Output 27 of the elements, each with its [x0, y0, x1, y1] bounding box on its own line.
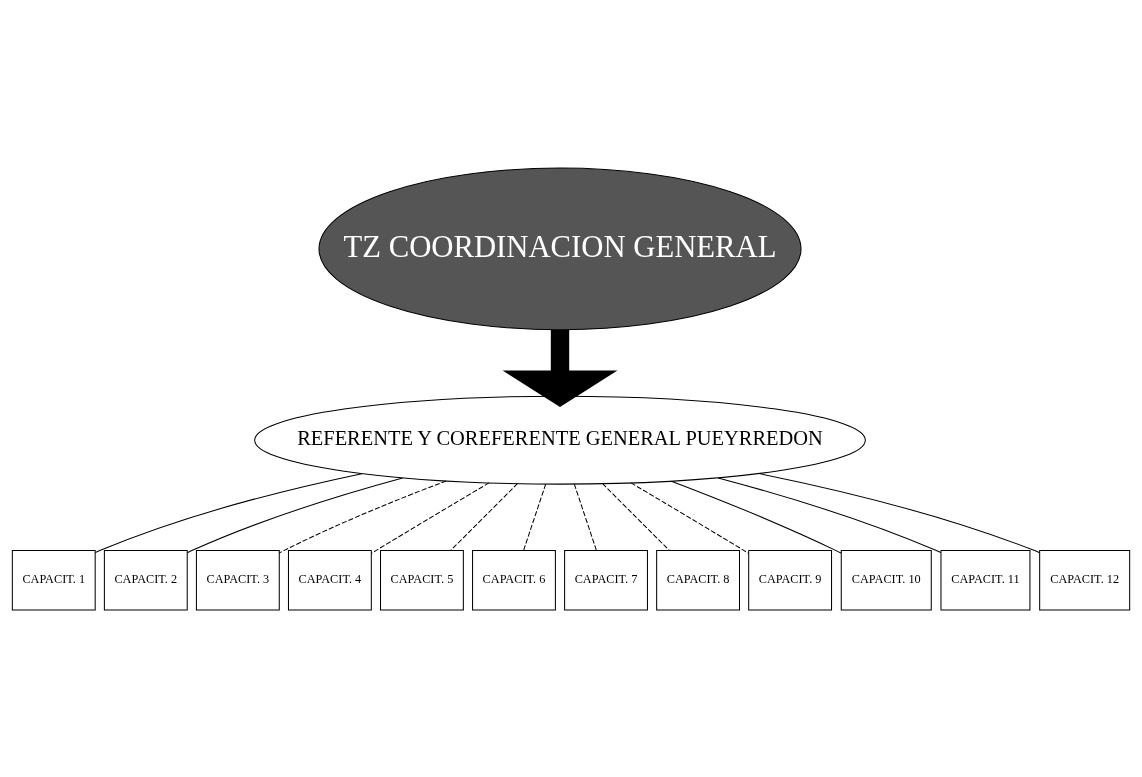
node-box: CAPACIT. 4	[287, 549, 372, 610]
connector	[186, 476, 404, 553]
node-box: CAPACIT. 6	[472, 549, 556, 610]
connector	[758, 472, 1041, 553]
connector	[670, 480, 842, 554]
connector	[573, 483, 597, 551]
node-box: CAPACIT. 8	[656, 549, 740, 610]
connector	[523, 483, 547, 551]
node-box: CAPACIT. 5	[380, 549, 464, 610]
node-box: CAPACIT. 7	[564, 549, 648, 610]
arrow	[502, 329, 618, 407]
node-box: CAPACIT. 12	[1039, 549, 1131, 610]
node-box: CAPACIT. 1	[11, 549, 96, 610]
node-ellipse: REFERENTE Y COREFERENTE GENERAL PUEYRREDON	[254, 395, 866, 485]
connector	[371, 481, 490, 554]
connector	[278, 480, 447, 553]
connector	[94, 472, 363, 553]
node-box: CAPACIT. 9	[748, 549, 833, 610]
node-box: CAPACIT. 2	[103, 549, 188, 610]
node-ellipse: TZ COORDINACION GENERAL	[318, 167, 802, 330]
connector	[602, 482, 670, 551]
connector	[450, 482, 518, 551]
node-box: CAPACIT. 3	[195, 549, 280, 610]
node-box: CAPACIT. 11	[940, 549, 1031, 610]
connector	[630, 481, 749, 554]
connector	[717, 476, 942, 553]
node-box: CAPACIT. 10	[840, 549, 932, 610]
